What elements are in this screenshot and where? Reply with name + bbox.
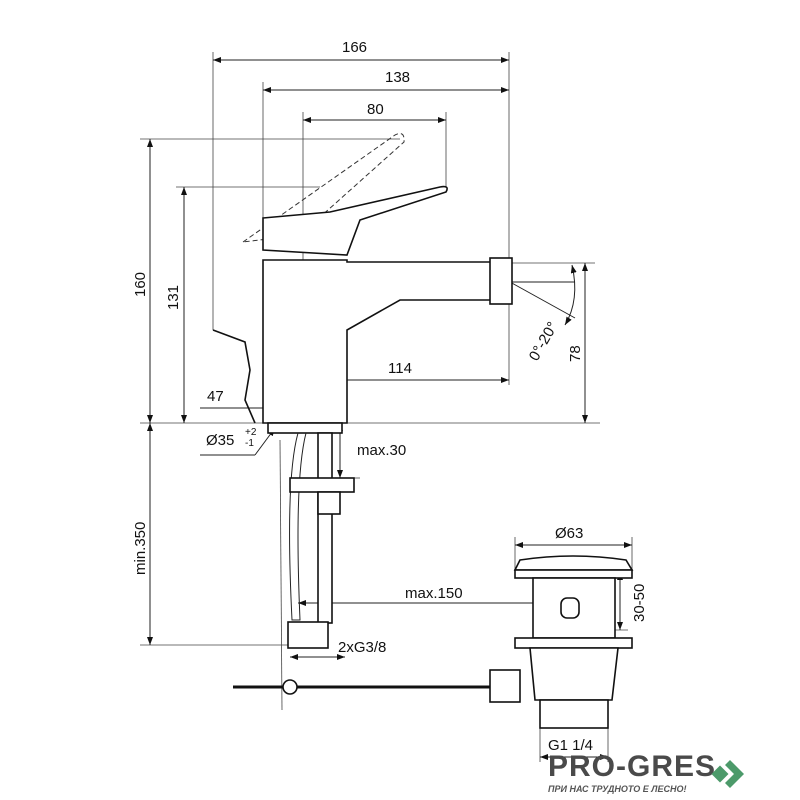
label-min350: min.350	[132, 522, 149, 575]
logo-tagline: ПРИ НАС ТРУДНОТО Е ЛЕСНО!	[548, 784, 687, 794]
logo-name: PRO-GRES	[548, 750, 717, 783]
supply-hoses	[279, 432, 355, 711]
label-30-50: 30-50	[631, 584, 648, 622]
label-47: 47	[207, 388, 224, 405]
label-max150: max.150	[405, 585, 463, 602]
label-tol-plus: +2	[245, 427, 257, 438]
label-tol-minus: -1	[245, 438, 254, 449]
dimension-labels: 166 138 80 160 131 47 114 78 0°-20° Ø35 …	[132, 39, 648, 754]
label-160: 160	[132, 272, 149, 297]
dimension-lines	[147, 57, 632, 760]
label-80: 80	[367, 101, 384, 118]
popup-waste	[233, 555, 634, 729]
label-dia63: Ø63	[555, 525, 583, 542]
aerator	[489, 257, 513, 305]
label-g38: 2xG3/8	[338, 639, 386, 656]
logo-diamond-icon	[711, 760, 744, 788]
label-78: 78	[567, 345, 584, 362]
pro-gres-logo: PRO-GRES ПРИ НАС ТРУДНОТО Е ЛЕСНО!	[548, 750, 717, 795]
label-dia35: Ø35	[206, 432, 234, 449]
label-114: 114	[388, 360, 412, 377]
label-166: 166	[342, 39, 367, 56]
hose-nut	[287, 621, 329, 649]
base-flange	[267, 422, 343, 434]
label-131: 131	[165, 285, 182, 310]
label-138: 138	[385, 69, 410, 86]
label-g114: G1 1/4	[548, 737, 593, 754]
label-max30: max.30	[357, 442, 406, 459]
label-angle: 0°-20°	[526, 319, 562, 364]
faucet-body	[212, 133, 513, 434]
fixing-nut	[289, 477, 355, 493]
